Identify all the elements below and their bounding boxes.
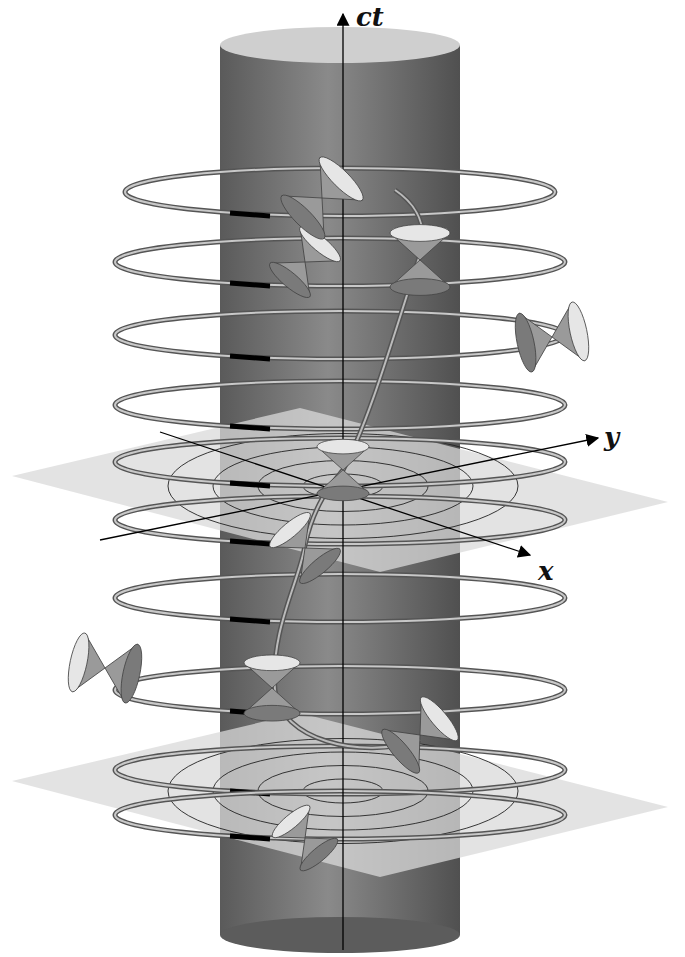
flow-arrow xyxy=(230,619,270,622)
light-cone xyxy=(276,152,368,244)
illustration-part xyxy=(415,692,463,745)
axes xyxy=(100,14,598,950)
illustration-part xyxy=(295,544,344,589)
helix-loop xyxy=(115,574,565,622)
helix-loop xyxy=(115,311,565,359)
helix-loop xyxy=(115,791,565,839)
helix-loop xyxy=(115,791,565,839)
illustration-part xyxy=(244,705,300,721)
illustration-part xyxy=(244,655,300,671)
flow-arrow xyxy=(230,213,270,216)
illustration-part xyxy=(268,801,313,842)
light-cone xyxy=(265,222,344,302)
illustration-part xyxy=(64,631,93,693)
light-cone xyxy=(377,692,464,777)
illustration-part xyxy=(276,190,330,244)
helix-loop xyxy=(115,238,565,286)
illustration-part xyxy=(377,725,425,778)
helix-loop xyxy=(115,746,565,794)
axis-label: x xyxy=(538,558,554,584)
helix-loop xyxy=(115,496,565,544)
illustration-part xyxy=(317,486,369,501)
flow-arrow xyxy=(230,426,270,429)
illustration-part xyxy=(390,279,450,296)
axis-label: y xyxy=(604,424,619,450)
spatial-planes xyxy=(12,408,668,877)
illustration-part xyxy=(317,439,369,454)
light-cone xyxy=(244,655,300,721)
illustration-part xyxy=(564,300,593,362)
illustration-part xyxy=(296,834,341,875)
plane xyxy=(12,713,668,877)
helical-world-lines xyxy=(115,168,565,839)
helix-loop xyxy=(115,311,565,359)
flow-arrow xyxy=(230,283,270,286)
flow-arrow xyxy=(230,356,270,359)
flow-arrow xyxy=(230,483,270,486)
illustration-part xyxy=(265,258,314,303)
light-cone xyxy=(317,439,369,500)
helix-loop xyxy=(115,381,565,429)
helix-loop xyxy=(115,746,565,794)
axis-label: ct xyxy=(356,4,384,30)
illustration-part xyxy=(314,152,368,206)
helix-loop xyxy=(115,381,565,429)
helix-loop xyxy=(115,666,565,714)
light-cone xyxy=(268,801,341,875)
light-cone xyxy=(265,508,344,588)
flow-arrow xyxy=(230,836,270,839)
flow-arrow xyxy=(230,541,270,544)
plane xyxy=(12,408,668,572)
helix-loop xyxy=(115,574,565,622)
light-cone xyxy=(390,225,450,296)
illustration-part xyxy=(390,225,450,242)
light-cone xyxy=(511,300,593,373)
illustration-part xyxy=(117,643,146,705)
light-cones xyxy=(64,152,593,875)
light-cone xyxy=(64,631,146,704)
helix-loop xyxy=(115,666,565,714)
illustration-part xyxy=(265,508,314,553)
illustration-part xyxy=(511,312,540,374)
helix-loop xyxy=(115,238,565,286)
helix-loop xyxy=(115,496,565,544)
